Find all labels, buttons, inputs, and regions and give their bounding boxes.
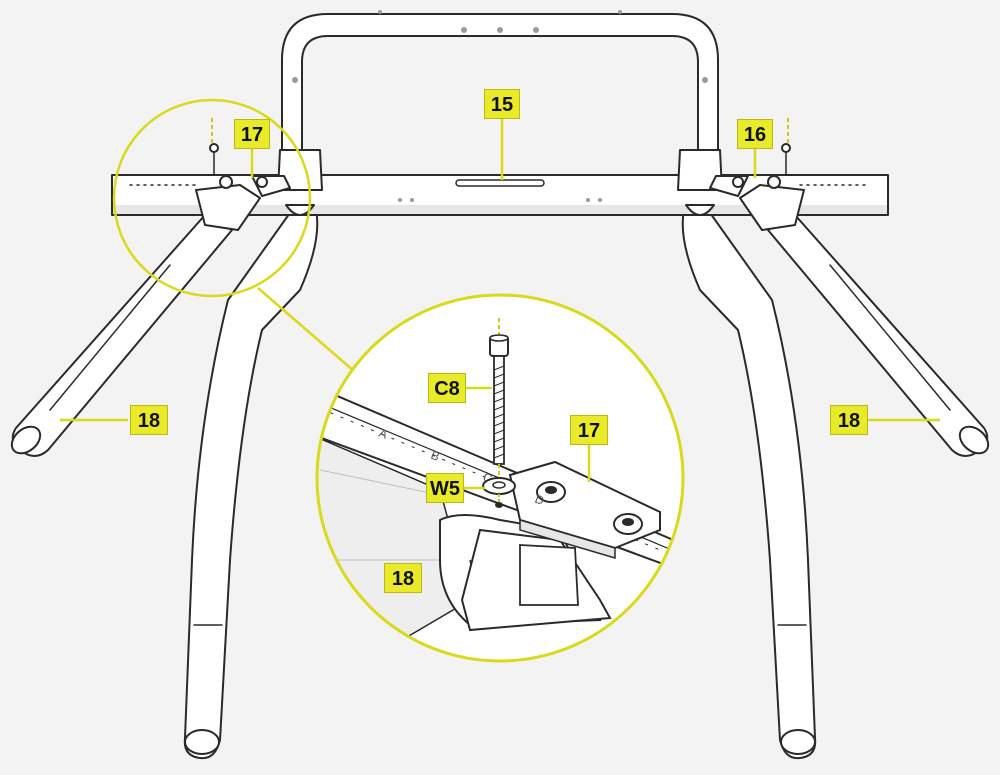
- callout-17-top: 17: [234, 119, 270, 149]
- callout-18-left: 18: [130, 405, 168, 435]
- left-bracket-17: [195, 143, 291, 231]
- left-front-leg: [183, 209, 319, 760]
- leader-lines: [60, 118, 940, 490]
- callout-17-detail: 17: [570, 415, 608, 445]
- callout-15: 15: [484, 89, 520, 119]
- bolt-c8: [489, 318, 509, 478]
- magnifier-source-circle: [112, 98, 312, 298]
- right-bracket-16: [709, 143, 805, 231]
- washer-w5: [482, 477, 516, 502]
- right-front-leg: [681, 209, 817, 760]
- callout-16: 16: [737, 119, 773, 149]
- magnifier-connector: [257, 287, 363, 379]
- hoop-brackets: [277, 149, 723, 216]
- callout-w5: W5: [426, 473, 464, 503]
- right-outer-leg: [767, 214, 990, 457]
- left-outer-leg: [10, 214, 233, 457]
- callout-18-detail: 18: [384, 563, 422, 593]
- callout-c8: C8: [428, 373, 466, 403]
- back-hoop: [281, 10, 719, 179]
- callout-18-right: 18: [830, 405, 868, 435]
